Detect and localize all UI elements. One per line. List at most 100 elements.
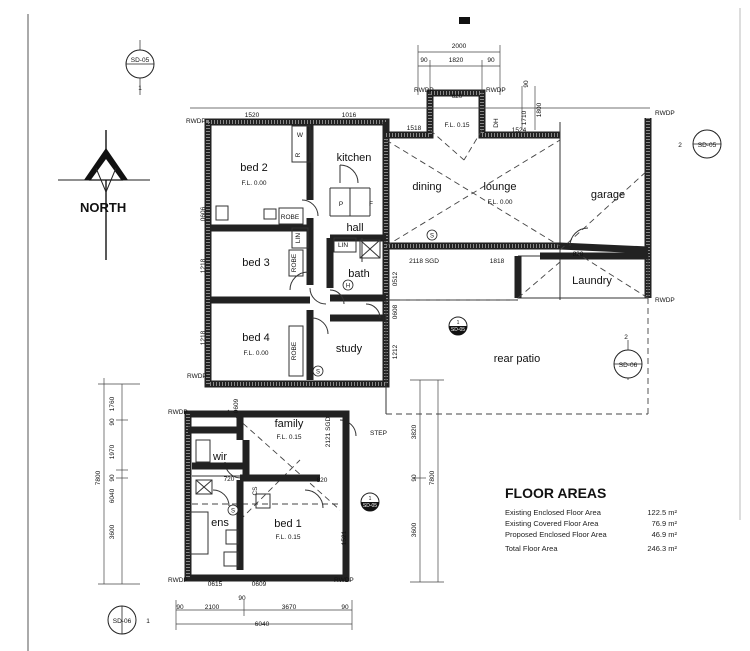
extension-walls (184, 410, 350, 582)
svg-text:90: 90 (341, 604, 349, 611)
floor-area-total-value: 246.3 m² (647, 544, 677, 553)
svg-text:620: 620 (452, 93, 463, 100)
svg-text:R: R (295, 152, 302, 157)
floor-area-value: 46.9 m² (651, 530, 677, 539)
svg-text:H: H (346, 284, 350, 290)
room-family: family (275, 418, 304, 430)
svg-text:1800: 1800 (536, 102, 543, 117)
svg-text:3600: 3600 (109, 524, 116, 539)
floor-area-label: Proposed Enclosed Floor Area (505, 530, 607, 539)
svg-text:0615: 0615 (208, 581, 223, 588)
svg-text:1520: 1520 (245, 112, 260, 119)
fixture-labels: ROBE LIN ROBE ROBE LIN W R P F STEP CS D… (252, 118, 500, 496)
room-bed2: bed 2 (240, 162, 268, 174)
room-hall: hall (346, 222, 363, 234)
svg-text:3670: 3670 (282, 604, 297, 611)
floor-areas-table: FLOOR AREAS Existing Enclosed Floor Area… (505, 485, 677, 554)
section-marker-3: SD-06 2 (613, 334, 643, 380)
svg-text:820: 820 (317, 477, 328, 484)
door-swings (212, 164, 589, 509)
svg-text:RWDP: RWDP (168, 577, 188, 584)
svg-text:ROBE: ROBE (291, 253, 298, 272)
room-bath: bath (348, 268, 369, 280)
svg-text:1: 1 (138, 85, 142, 92)
svg-text:90: 90 (420, 57, 428, 64)
svg-text:90: 90 (238, 595, 246, 602)
svg-text:90: 90 (411, 474, 418, 482)
room-labels: bed 2 F.L. 0.00 kitchen dining lounge F.… (211, 122, 625, 541)
section-marker-5: 1 SD-05 (448, 316, 468, 336)
dimension-labels: 2000 90 1820 90 620 1520 1016 1518 1524 … (95, 43, 584, 628)
room-dining: dining (412, 181, 441, 193)
svg-text:6040: 6040 (109, 488, 116, 503)
svg-text:SD-05: SD-05 (698, 142, 717, 149)
dashed-lines (192, 129, 649, 521)
svg-text:6040: 6040 (255, 621, 270, 628)
floor-area-label: Existing Enclosed Floor Area (505, 508, 601, 517)
svg-text:RWDP: RWDP (187, 373, 207, 380)
section-marker-1: SD-05 1 (125, 40, 155, 95)
svg-text:0609: 0609 (233, 398, 240, 413)
svg-text:SD-06: SD-06 (113, 618, 132, 625)
dimension-lines (98, 45, 650, 630)
svg-text:CS: CS (252, 486, 259, 496)
svg-text:1016: 1016 (342, 112, 357, 119)
floor-area-row: Existing Covered Floor Area 76.9 m² (505, 518, 677, 529)
room-laundry: Laundry (572, 275, 612, 287)
room-bed3: bed 3 (242, 257, 270, 269)
svg-text:F: F (369, 201, 373, 208)
svg-text:0609: 0609 (252, 581, 267, 588)
floor-area-value: 122.5 m² (647, 508, 677, 517)
room-bed1: bed 1 (274, 518, 302, 530)
svg-text:1820: 1820 (449, 57, 464, 64)
svg-text:S: S (231, 509, 235, 515)
svg-text:90: 90 (487, 57, 495, 64)
svg-text:0512: 0512 (392, 271, 399, 286)
svg-text:1818: 1818 (490, 258, 505, 265)
svg-text:2118 SGD: 2118 SGD (409, 258, 439, 265)
floor-areas-title: FLOOR AREAS (505, 485, 607, 501)
svg-text:SD-05: SD-05 (363, 503, 377, 509)
svg-text:RWDP: RWDP (334, 577, 354, 584)
svg-text:1710: 1710 (521, 110, 528, 125)
svg-text:720: 720 (224, 476, 235, 483)
rwdp-labels: RWDP RWDP RWDP RWDP RWDP RWDP RWDP RWDP … (168, 87, 675, 584)
flag-marker (459, 17, 470, 24)
north-arrow-icon (58, 130, 150, 260)
room-wir: wir (212, 451, 227, 463)
svg-text:ROBE: ROBE (281, 214, 300, 221)
svg-text:1218: 1218 (200, 330, 207, 345)
room-family-fl: F.L. 0.15 (277, 434, 302, 441)
svg-text:90: 90 (109, 474, 116, 482)
svg-text:RWDP: RWDP (414, 87, 434, 94)
svg-text:LIN: LIN (295, 233, 302, 243)
svg-text:1760: 1760 (109, 396, 116, 411)
svg-text:S: S (430, 234, 434, 240)
svg-text:90: 90 (109, 418, 116, 426)
svg-text:P: P (339, 201, 343, 208)
svg-text:RWDP: RWDP (168, 409, 188, 416)
svg-text:SD-06: SD-06 (619, 362, 638, 369)
svg-text:2121 SGD: 2121 SGD (325, 417, 332, 448)
svg-text:1: 1 (146, 618, 150, 625)
svg-text:2100: 2100 (205, 604, 220, 611)
svg-text:90: 90 (176, 604, 184, 611)
section-marker-4: SD-06 1 (107, 605, 150, 635)
floor-area-row: Existing Enclosed Floor Area 122.5 m² (505, 507, 677, 518)
svg-text:1970: 1970 (109, 444, 116, 459)
smoke-detector-icons: S H S S (227, 229, 438, 516)
svg-text:2000: 2000 (452, 43, 467, 50)
room-lounge-fl: F.L. 0.00 (488, 199, 513, 206)
room-bed4-fl: F.L. 0.00 (244, 350, 269, 357)
entry-fl: F.L. 0.15 (445, 122, 470, 129)
svg-text:ROBE: ROBE (291, 341, 298, 360)
svg-text:7800: 7800 (95, 470, 102, 485)
room-bed2-fl: F.L. 0.00 (242, 180, 267, 187)
room-bed4: bed 4 (242, 332, 270, 344)
svg-text:RWDP: RWDP (186, 118, 206, 125)
svg-text:RWDP: RWDP (486, 87, 506, 94)
main-house-walls (204, 89, 652, 414)
svg-text:7800: 7800 (429, 470, 436, 485)
room-kitchen: kitchen (337, 152, 372, 164)
room-rear-patio: rear patio (494, 353, 540, 365)
